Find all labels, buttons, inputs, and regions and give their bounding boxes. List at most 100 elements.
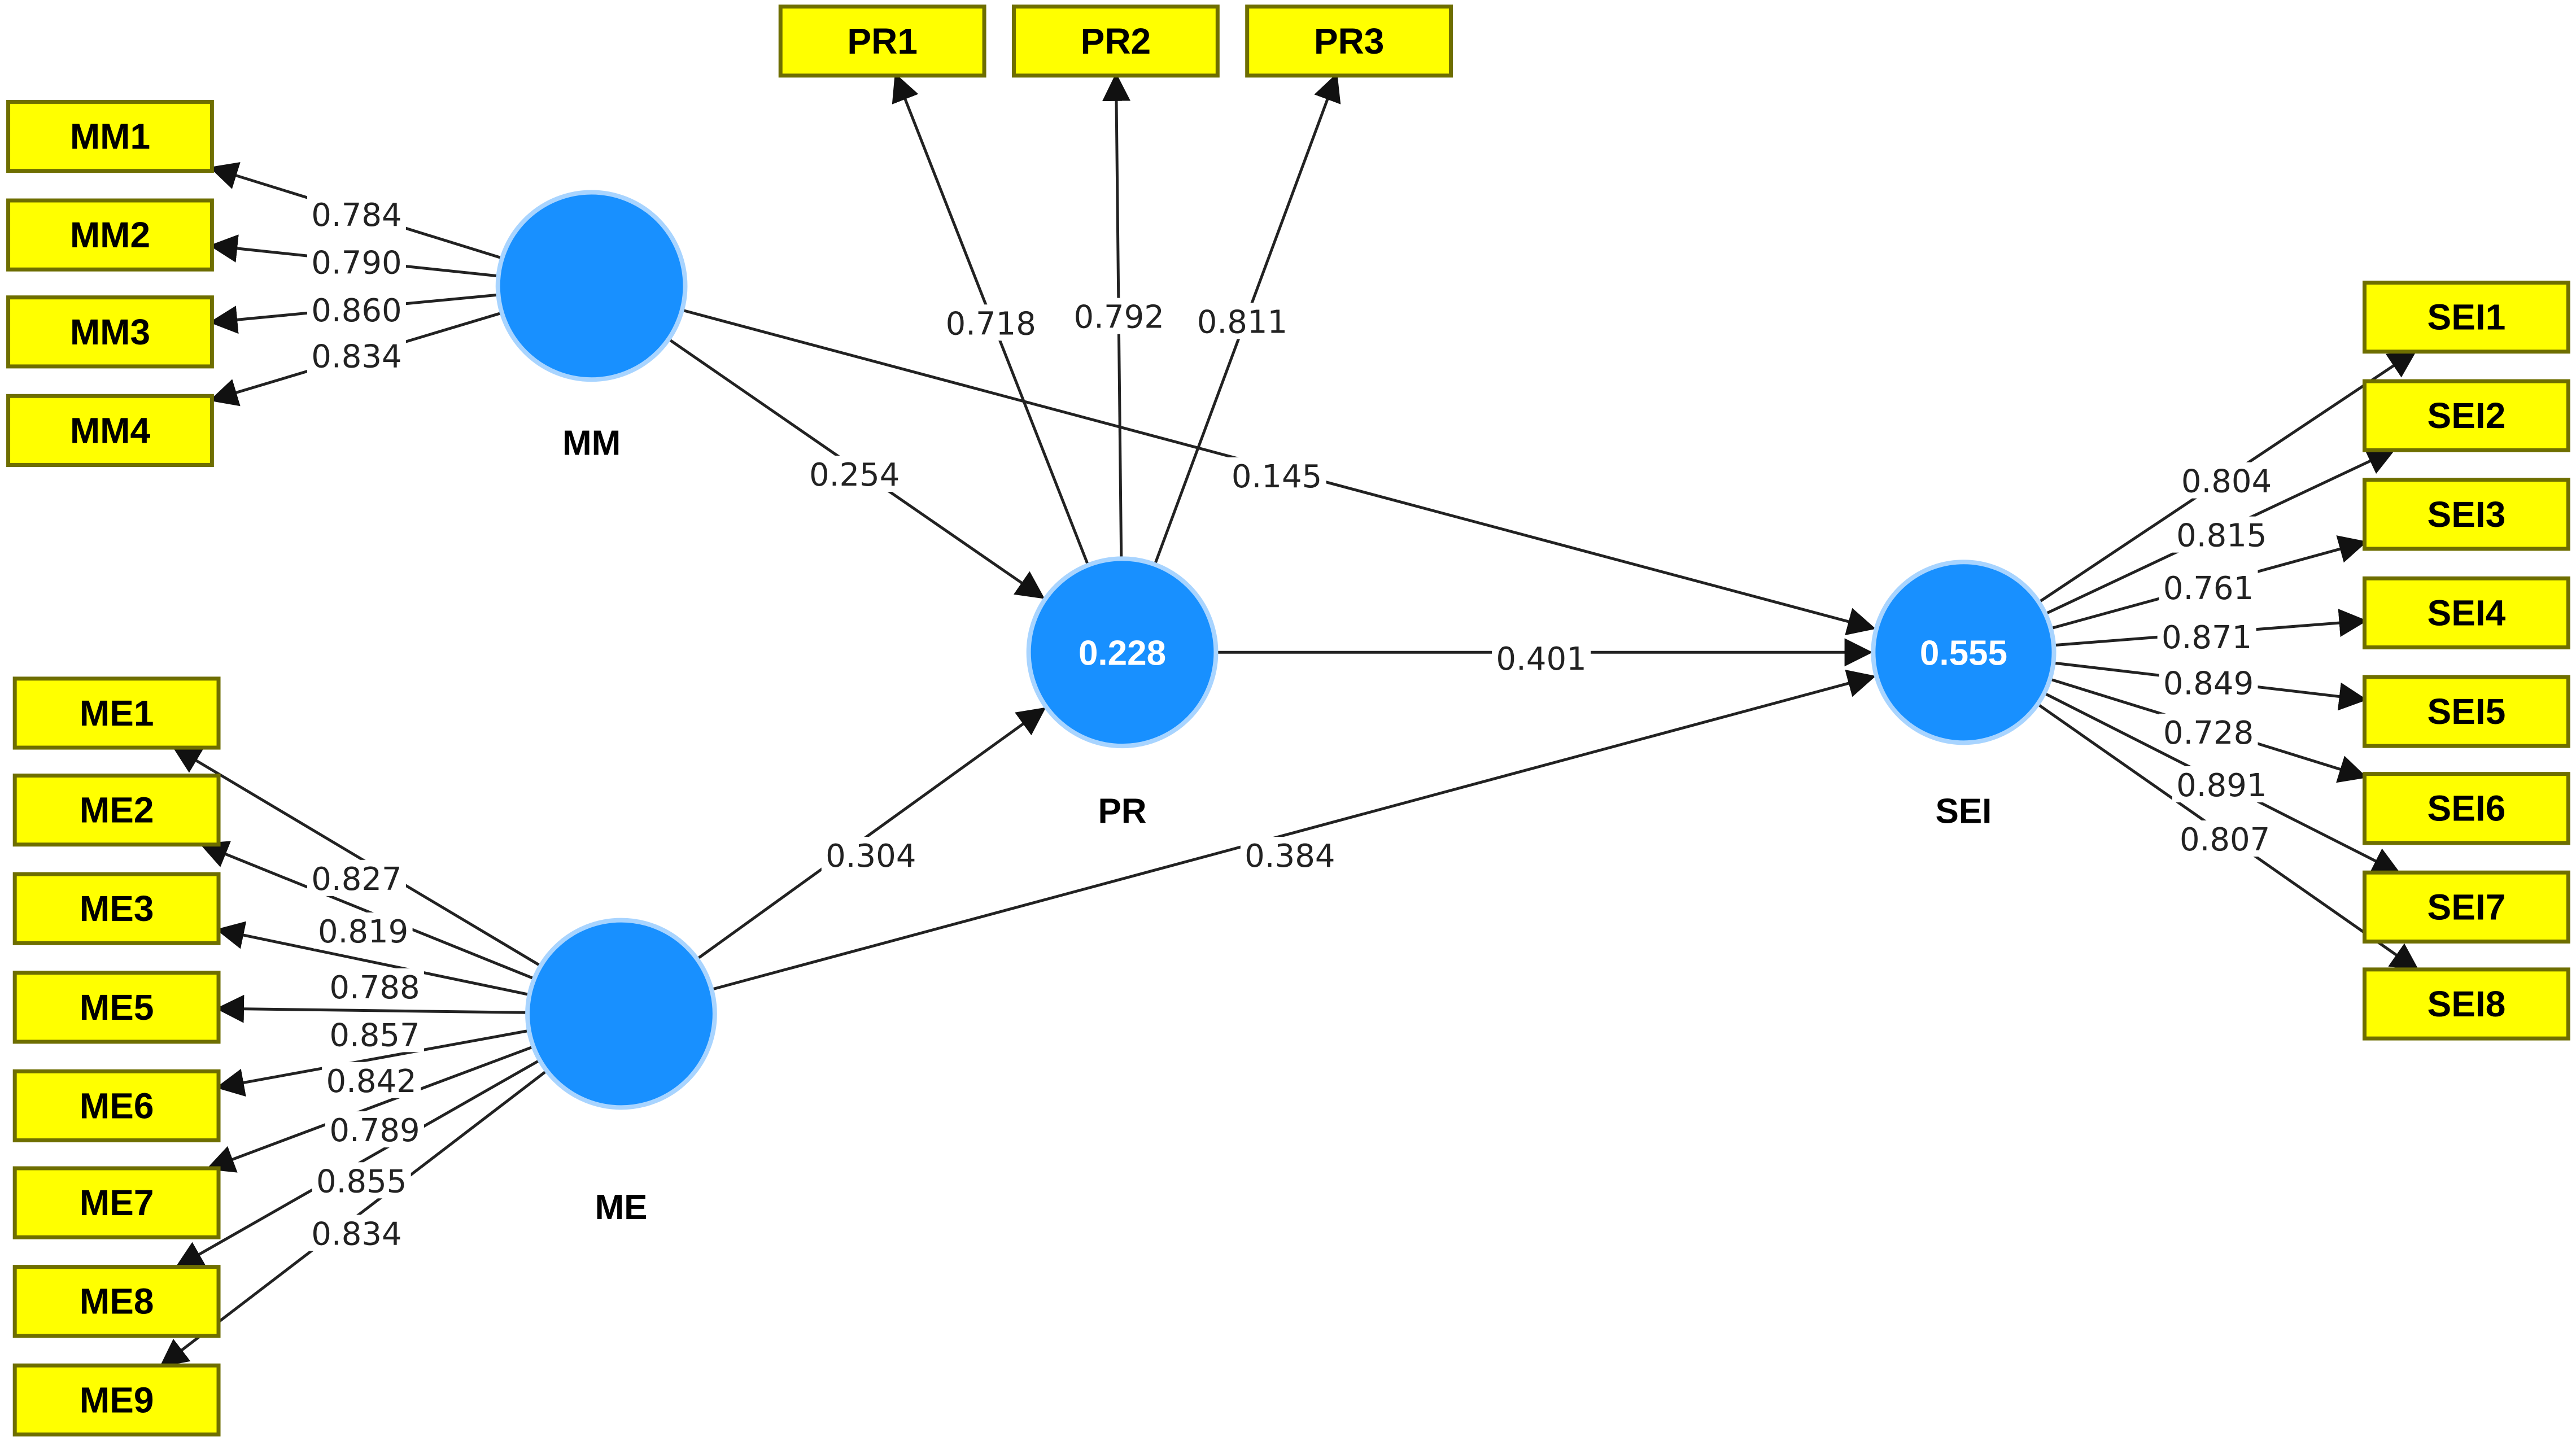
indicator-label-me5: ME5: [80, 987, 154, 1028]
path-coefficient-me-to-pr-background: [821, 837, 920, 874]
path-coefficient-pr-to-sei-group: 0.401: [1492, 639, 1591, 678]
indicator-me3: ME3: [12, 872, 221, 945]
indicator-box-pr2: [1011, 5, 1220, 78]
indicator-me2: ME2: [12, 774, 221, 847]
loading-label-me6-group: 0.842: [322, 1062, 421, 1100]
indicator-box-pr1: [778, 5, 986, 78]
loading-label-sei3: 0.761: [2163, 570, 2254, 607]
indicator-label-sei7: SEI7: [2427, 887, 2506, 927]
indicator-box-sei4: [2362, 576, 2570, 650]
loading-label-me1-background: [307, 859, 406, 896]
indicator-box-me5: [12, 971, 221, 1044]
path-coefficient-pr-to-sei: 0.401: [1496, 641, 1586, 678]
indicator-box-mm3: [6, 295, 214, 369]
loading-label-pr1: 0.718: [946, 305, 1036, 342]
loading-label-mm1-group: 0.784: [307, 196, 406, 234]
construct-me: ME: [525, 918, 717, 1227]
indicator-box-me9: [12, 1363, 221, 1436]
loading-label-mm3-background: [307, 291, 406, 328]
loading-arrow-me5: [216, 994, 528, 1023]
loading-label-sei5-background: [2159, 664, 2258, 701]
loading-label-me8-group: 0.855: [312, 1162, 411, 1200]
indicator-label-sei4: SEI4: [2427, 592, 2506, 633]
indicator-box-mm1: [6, 99, 214, 173]
loading-label-me5-background: [325, 1016, 424, 1053]
loading-label-sei2: 0.815: [2176, 518, 2267, 554]
indicator-box-sei2: [2362, 379, 2570, 452]
construct-name-me: ME: [595, 1188, 647, 1227]
loading-label-sei6-background: [2159, 713, 2258, 750]
indicator-label-pr1: PR1: [847, 21, 918, 62]
loading-label-mm1: 0.784: [311, 197, 401, 234]
indicator-me6: ME6: [12, 1069, 221, 1143]
loading-label-mm2-background: [307, 243, 406, 280]
indicator-mm3: MM3: [6, 295, 214, 369]
construct-mm: MM: [495, 190, 688, 463]
indicator-label-me6: ME6: [80, 1085, 154, 1126]
indicator-label-me7: ME7: [80, 1182, 154, 1223]
loading-label-me3-group: 0.788: [325, 968, 424, 1006]
indicator-pr3: PR3: [1245, 5, 1453, 78]
loading-label-mm2-group: 0.790: [307, 243, 406, 282]
indicator-label-sei6: SEI6: [2427, 788, 2506, 829]
construct-circle-pr: [1026, 556, 1219, 749]
loading-label-pr2-background: [1069, 298, 1169, 334]
indicator-pr1: PR1: [778, 5, 986, 78]
r-squared-pr: 0.228: [1079, 634, 1166, 673]
loading-label-me2-group: 0.819: [313, 912, 413, 950]
construct-circle-me: [525, 918, 717, 1110]
loading-arrow-me6: [216, 1029, 530, 1097]
loading-label-pr2-group: 0.792: [1069, 298, 1169, 336]
indicator-label-me9: ME9: [80, 1379, 154, 1420]
indicator-label-sei8: SEI8: [2427, 984, 2506, 1024]
loading-label-sei1-group: 0.804: [2177, 462, 2276, 500]
loading-label-me8: 0.855: [316, 1163, 407, 1200]
construct-circle-mm: [495, 190, 688, 382]
indicator-label-pr3: PR3: [1314, 21, 1385, 62]
indicator-label-mm3: MM3: [70, 312, 150, 352]
indicator-label-mm1: MM1: [70, 116, 150, 157]
loading-label-me7-group: 0.789: [325, 1111, 424, 1149]
loading-label-sei3-group: 0.761: [2159, 569, 2258, 607]
loading-label-me2: 0.819: [318, 914, 408, 950]
loading-label-me6-background: [322, 1062, 421, 1098]
construct-name-sei: SEI: [1935, 792, 1992, 831]
indicator-label-pr2: PR2: [1081, 21, 1151, 62]
indicator-label-mm2: MM2: [70, 215, 150, 255]
path-arrow-me-to-sei: [711, 669, 1876, 991]
loading-label-sei8: 0.807: [2180, 822, 2270, 858]
indicator-sei5: SEI5: [2362, 675, 2570, 748]
indicator-box-mm2: [6, 198, 214, 272]
loading-label-pr3-background: [1193, 303, 1292, 339]
indicator-label-me8: ME8: [80, 1281, 154, 1322]
loading-label-sei1: 0.804: [2181, 464, 2272, 500]
loading-label-sei3-background: [2159, 569, 2258, 605]
loading-label-me2-background: [313, 912, 413, 949]
indicator-sei6: SEI6: [2362, 772, 2570, 845]
loading-label-sei4-group: 0.871: [2157, 618, 2256, 656]
indicator-box-pr3: [1245, 5, 1453, 78]
loading-arrow-me1: [172, 746, 542, 967]
indicator-pr2: PR2: [1011, 5, 1220, 78]
loading-label-mm3: 0.860: [311, 292, 401, 329]
loading-label-sei7: 0.891: [2176, 767, 2267, 804]
path-coefficient-mm-to-pr-group: 0.254: [805, 455, 904, 494]
indicator-sei4: SEI4: [2362, 576, 2570, 650]
indicator-label-me1: ME1: [80, 693, 154, 733]
indicator-box-me3: [12, 872, 221, 945]
construct-name-pr: PR: [1098, 792, 1146, 831]
loading-label-sei2-group: 0.815: [2172, 516, 2271, 554]
indicator-box-sei1: [2362, 281, 2570, 354]
construct-circle-sei: [1871, 560, 2057, 745]
loading-label-sei5-group: 0.849: [2159, 664, 2258, 702]
loading-label-me5: 0.857: [329, 1017, 420, 1054]
indicator-box-me2: [12, 774, 221, 847]
path-coefficient-me-to-sei: 0.384: [1245, 838, 1335, 875]
indicator-me9: ME9: [12, 1363, 221, 1436]
indicator-box-sei8: [2362, 967, 2570, 1041]
loading-label-pr1-background: [941, 304, 1041, 341]
loading-label-sei6-group: 0.728: [2159, 713, 2258, 752]
indicator-label-sei3: SEI3: [2427, 494, 2506, 535]
